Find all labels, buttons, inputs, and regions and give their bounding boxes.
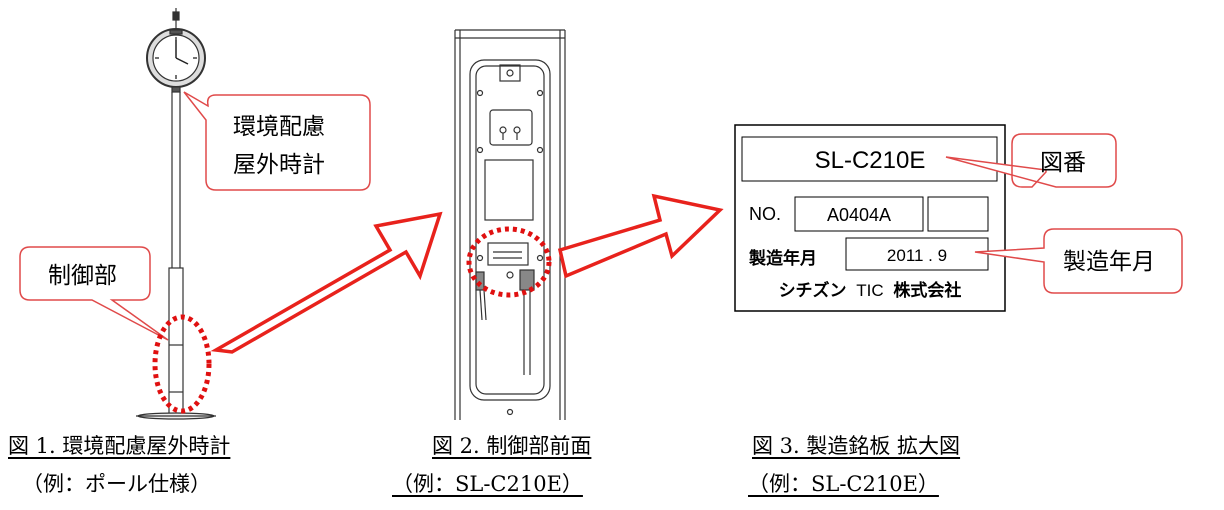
figure-3-subcaption: （例：SL-C210E） — [748, 472, 939, 496]
control-unit-highlight-1 — [152, 314, 212, 414]
clock-hands — [175, 40, 189, 65]
callout-drawing-number-label: 図番 — [1040, 150, 1086, 176]
callout-control-unit: 制御部 — [19, 246, 169, 341]
figure-3-caption: 図 3. 製造銘板 拡大図 — [752, 434, 961, 458]
callout-eco-clock-line2: 屋外時計 — [233, 152, 325, 178]
nameplate-blank-box — [927, 196, 989, 232]
nameplate-model: SL-C210E — [815, 147, 926, 174]
arrow-fig1-to-fig2 — [210, 211, 443, 354]
nameplate-date-box — [845, 237, 989, 271]
callout-manufacture-date: 製造年月 — [974, 228, 1183, 294]
nameplate-maker-tic: TIC — [856, 281, 883, 300]
nameplate: SL-C210E NO. A0404A 製造年月 2011 . 9 シチズン T… — [734, 124, 1006, 312]
clock-ticks — [155, 37, 197, 79]
callout-control-unit-label: 制御部 — [48, 263, 117, 289]
nameplate-date-value: 2011 . 9 — [887, 246, 947, 265]
pole-clock-illustration — [136, 8, 216, 420]
callout-manufacture-date-label: 製造年月 — [1063, 249, 1155, 275]
callout-eco-clock-line1: 環境配慮 — [233, 114, 325, 140]
nameplate-maker: シチズン TIC 株式会社 — [779, 280, 962, 300]
nameplate-maker-kana: シチズン — [779, 280, 847, 300]
nameplate-no-box — [794, 196, 924, 232]
nameplate-date-label: 製造年月 — [748, 248, 817, 268]
nameplate-no-label: NO. — [749, 204, 781, 224]
callout-drawing-number: 図番 — [945, 133, 1117, 188]
figure-1-caption: 図 1. 環境配慮屋外時計 — [8, 434, 231, 458]
figure-2-caption: 図 2. 制御部前面 — [432, 434, 592, 458]
figure-2-subcaption: （例：SL-C210E） — [392, 472, 583, 496]
nameplate-maker-corp: 株式会社 — [893, 280, 961, 300]
nameplate-no-value: A0404A — [827, 205, 891, 225]
arrow-fig2-to-fig3 — [557, 193, 724, 279]
control-unit-panel-illustration — [454, 29, 566, 420]
callout-eco-clock: 環境配慮 屋外時計 — [183, 91, 371, 191]
figure-1-subcaption: （例：ポール仕様） — [22, 472, 211, 496]
control-unit-highlight-2 — [466, 226, 552, 298]
